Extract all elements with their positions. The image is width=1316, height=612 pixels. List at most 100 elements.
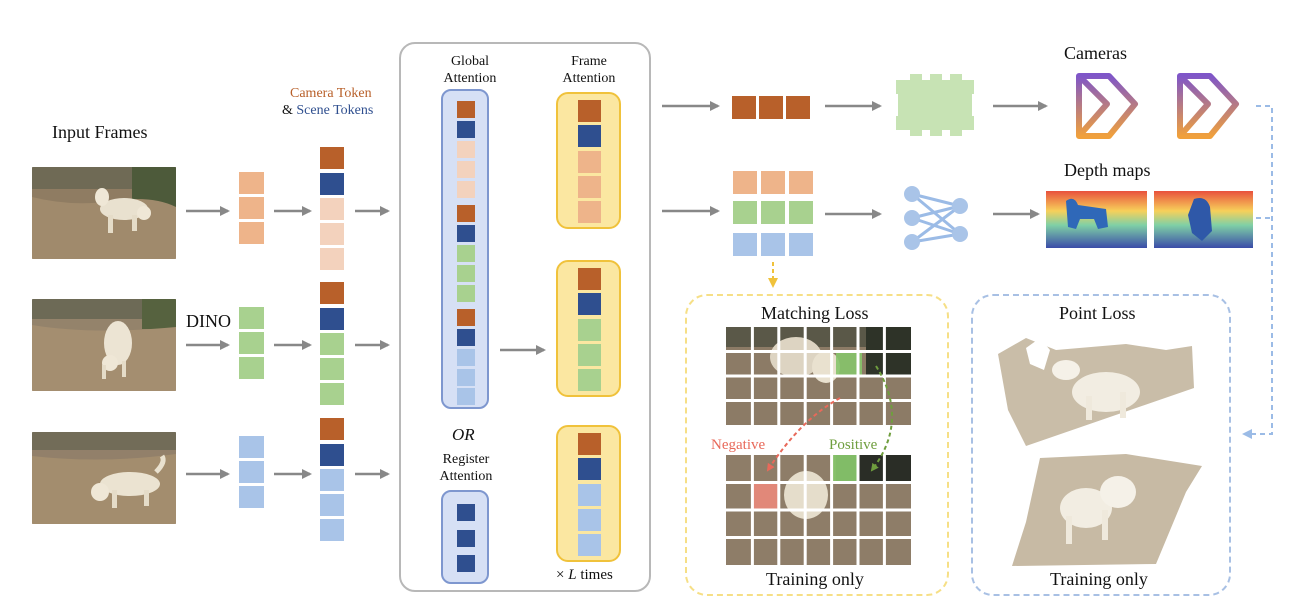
point-loss-connector — [1242, 105, 1273, 439]
patch-token — [578, 509, 601, 531]
scene-tokens-label: Scene Tokens — [296, 103, 374, 118]
patch-token — [457, 388, 475, 405]
input-frame-3 — [32, 432, 176, 524]
or-label: OR — [452, 425, 475, 444]
patch-token — [457, 161, 475, 178]
scene-token — [578, 293, 601, 315]
patch-token — [578, 344, 601, 366]
patch-token — [761, 171, 785, 194]
input-frames-title: Input Frames — [52, 122, 148, 142]
patch-token — [578, 176, 601, 198]
negative-label: Negative — [711, 437, 766, 453]
patch-token — [320, 494, 344, 516]
camera-token — [320, 418, 344, 440]
patch-token — [239, 197, 264, 219]
patch-token — [239, 172, 264, 194]
camera-token — [578, 100, 601, 122]
frame-attention-line-1: Frame — [571, 54, 607, 69]
frame-attention-title: Frame Attention — [557, 53, 621, 87]
scene-token — [320, 444, 344, 466]
patch-token — [457, 245, 475, 262]
point-cloud-2 — [1012, 454, 1202, 566]
depth-map-1 — [1046, 191, 1147, 248]
ampersand-label: & — [282, 103, 293, 118]
times-word: times — [580, 567, 613, 583]
patch-token — [578, 201, 601, 223]
depth-maps-title: Depth maps — [1064, 160, 1151, 180]
training-only-label-1: Training only — [766, 569, 864, 589]
patch-token — [457, 141, 475, 158]
scene-token — [457, 555, 475, 572]
dog-photo-1 — [32, 167, 176, 259]
patch-token — [239, 332, 264, 354]
camera-token — [786, 96, 810, 119]
patch-token — [761, 233, 785, 256]
register-attention-block — [441, 490, 489, 584]
frame-attention-block-2 — [556, 260, 621, 397]
times-l-label: × L times — [556, 567, 613, 584]
camera-token — [320, 282, 344, 304]
patch-token — [239, 307, 264, 329]
patch-token — [761, 201, 785, 224]
patch-token — [578, 484, 601, 506]
global-attention-line-2: Attention — [443, 71, 497, 86]
depth-map-2 — [1154, 191, 1253, 248]
scene-token — [457, 329, 475, 346]
patch-token — [320, 469, 344, 491]
register-attention-line-2: Attention — [439, 469, 493, 484]
times-symbol: × — [556, 567, 565, 583]
camera-token — [457, 101, 475, 118]
patch-token — [789, 233, 813, 256]
patch-token — [320, 223, 344, 245]
mlp-network-icon — [904, 186, 968, 250]
patch-token — [457, 265, 475, 282]
patch-token — [320, 519, 344, 541]
register-attention-line-1: Register — [442, 452, 490, 467]
patch-token — [239, 357, 264, 379]
scene-token — [578, 125, 601, 147]
patch-token — [789, 171, 813, 194]
camera-token — [457, 205, 475, 222]
patch-token — [320, 358, 344, 380]
dino-label: DINO — [186, 311, 231, 331]
patch-token — [320, 333, 344, 355]
patch-token — [733, 201, 757, 224]
point-loss-title: Point Loss — [1059, 303, 1136, 323]
patch-token — [733, 233, 757, 256]
scene-token — [320, 173, 344, 195]
patch-token — [457, 369, 475, 386]
scene-token — [457, 530, 475, 547]
scene-token — [320, 308, 344, 330]
matching-loss-title: Matching Loss — [761, 303, 869, 323]
global-attention-line-1: Global — [450, 54, 490, 69]
matching-loss-panel — [685, 294, 949, 596]
patch-token — [239, 486, 264, 508]
scene-token — [578, 458, 601, 480]
scene-tokens-legend: & Scene Tokens — [282, 103, 373, 119]
dog-photo-2 — [32, 299, 176, 391]
dog-photo-3 — [32, 432, 176, 524]
camera-token — [732, 96, 756, 119]
frame-attention-line-2: Attention — [562, 71, 616, 86]
patch-token — [320, 248, 344, 270]
camera-token — [578, 433, 601, 455]
patch-token — [457, 181, 475, 198]
patch-token — [733, 171, 757, 194]
scene-token — [457, 504, 475, 521]
training-only-label-2: Training only — [1050, 569, 1148, 589]
frame-attention-block-3 — [556, 425, 621, 562]
camera-token — [578, 268, 601, 290]
patch-token — [578, 319, 601, 341]
transformer-head-icon — [892, 74, 978, 136]
camera-frustum-icon — [1177, 73, 1239, 139]
scene-token — [457, 225, 475, 242]
times-l-variable: L — [568, 567, 577, 583]
matching-grid-bottom — [726, 455, 911, 565]
positive-label: Positive — [829, 437, 878, 453]
patch-token — [578, 151, 601, 173]
cameras-title: Cameras — [1064, 43, 1127, 63]
camera-token — [320, 147, 344, 169]
camera-token-label: Camera Token — [290, 86, 372, 101]
global-attention-block — [441, 89, 489, 409]
patch-token — [239, 461, 264, 483]
